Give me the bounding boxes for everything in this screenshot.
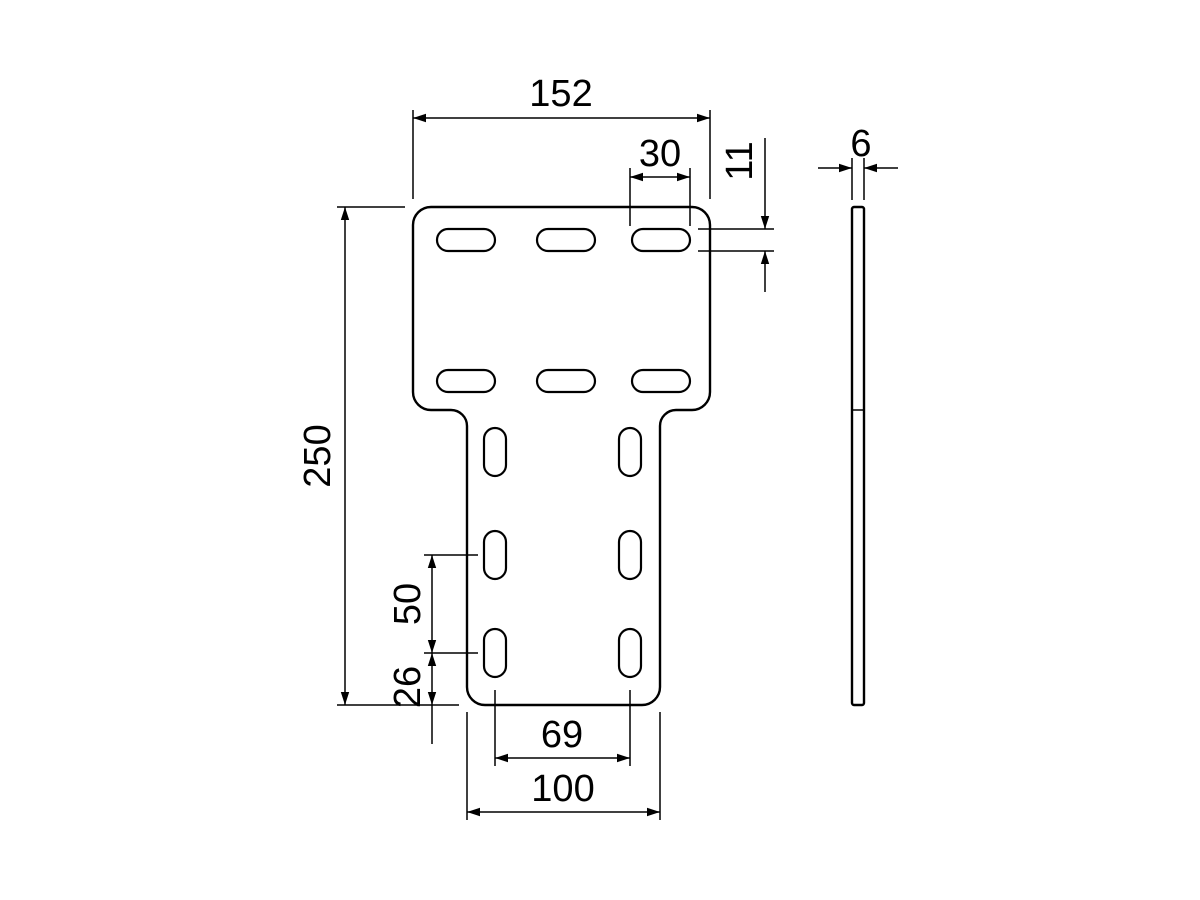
dim-stem-width: 100 [466,712,661,820]
slot-second-row-left [435,368,497,394]
dim-slot-width: 11 [698,138,774,292]
dim-label-overall-height: 250 [297,424,339,487]
slot-stem-lower-right [617,627,643,679]
front-view [411,205,712,707]
slot-second-row-right [630,368,692,394]
slot-stem-upper-left [482,426,508,478]
dim-thickness: 6 [818,123,898,200]
dim-top-slot-length: 30 [629,133,691,226]
slot-stem-middle-right [617,529,643,581]
dim-label-slot-width: 11 [719,141,761,180]
dim-side-slot-spacing: 50 [387,554,478,654]
dim-label-thickness: 6 [850,123,871,165]
dim-slot-column-spacing: 69 [494,690,631,766]
slot-second-row-middle [535,368,597,394]
side-view [850,205,866,707]
dim-label-overall-width: 152 [529,73,592,115]
dim-label-stem-width: 100 [531,768,594,810]
dim-overall-width: 152 [412,73,711,199]
dim-label-slot-column-spacing: 69 [541,714,583,756]
dim-overall-height: 250 [297,206,459,706]
plate-outline [411,205,712,707]
dim-label-top-slot-length: 30 [639,133,681,175]
slot-stem-middle-left [482,529,508,581]
slot-top-row-right [630,227,692,253]
slot-top-row-middle [535,227,597,253]
side-profile [850,205,866,707]
slot-stem-lower-left [482,627,508,679]
slot-top-row-left [435,227,497,253]
dim-bottom-edge-offset: 26 [387,653,437,744]
dim-label-side-slot-spacing: 50 [387,583,429,625]
dim-label-bottom-edge-offset: 26 [387,666,429,708]
slot-stem-upper-right [617,426,643,478]
